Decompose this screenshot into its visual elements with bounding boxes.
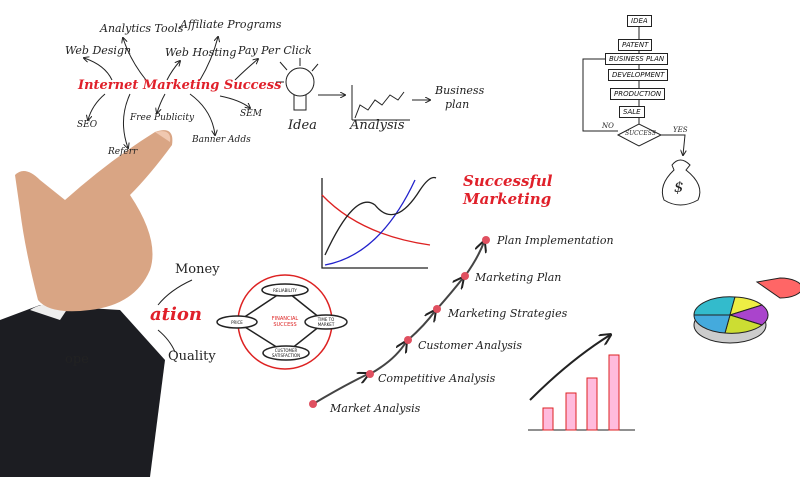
idea-label: Idea bbox=[288, 118, 317, 133]
bar-chart-sketch bbox=[528, 335, 635, 431]
step-dot bbox=[433, 305, 441, 313]
step-dot bbox=[366, 370, 374, 378]
step-marketing-strategies: Marketing Strategies bbox=[448, 307, 568, 320]
branch-referral: Referr bbox=[108, 147, 138, 157]
step-market-analysis: Market Analysis bbox=[330, 402, 421, 415]
cycle-diagram bbox=[216, 274, 348, 370]
triangle-center: ation bbox=[150, 304, 202, 325]
flow-step-patent: PATENT bbox=[618, 39, 653, 51]
mind-map-arrows bbox=[84, 37, 258, 148]
branch-web-hosting: Web Hosting bbox=[165, 46, 237, 59]
plan-label: plan bbox=[445, 98, 470, 111]
step-dot bbox=[404, 336, 412, 344]
branch-analytics-tools: Analytics Tools bbox=[100, 22, 184, 35]
step-dot bbox=[482, 236, 490, 244]
branch-affiliate-programs: Affiliate Programs bbox=[180, 18, 282, 31]
successful-title-1: Successful bbox=[463, 172, 553, 190]
branch-web-design: Web Design bbox=[65, 44, 132, 57]
step-dot bbox=[461, 272, 469, 280]
triangle-money: Money bbox=[175, 262, 220, 277]
branch-free-publicity: Free Publicity bbox=[130, 113, 195, 123]
branch-sem: SEM bbox=[240, 109, 262, 119]
lightbulb-icon bbox=[276, 58, 319, 111]
step-dot bbox=[309, 400, 317, 408]
pointing-hand bbox=[0, 130, 173, 477]
flow-no: NO bbox=[602, 122, 614, 130]
steps-arrow bbox=[312, 242, 484, 405]
step-competitive-analysis: Competitive Analysis bbox=[378, 372, 496, 385]
triangle-scope: ope bbox=[65, 352, 89, 367]
dollar-icon: $ bbox=[674, 178, 684, 196]
triangle-quality: Quality bbox=[168, 349, 216, 364]
branch-banner-adds: Banner Adds bbox=[192, 135, 251, 145]
cycle-reliability: RELIABILITY bbox=[273, 288, 297, 293]
flow-step-idea: IDEA bbox=[627, 15, 652, 27]
flow-step-business-plan: BUSINESS PLAN bbox=[605, 53, 669, 65]
step-customer-analysis: Customer Analysis bbox=[418, 339, 523, 352]
step-marketing-plan: Marketing Plan bbox=[475, 271, 562, 284]
cycle-time-to-market: TIME TO MARKET bbox=[317, 317, 335, 327]
pie-chart-sketch bbox=[693, 277, 800, 344]
flow-decision-success: SUCCESS bbox=[625, 130, 656, 137]
analysis-sketch bbox=[318, 85, 430, 121]
flow-step-sale: SALE bbox=[619, 106, 645, 118]
analysis-label: Analysis bbox=[350, 118, 405, 133]
mind-map-center: Internet Marketing Success bbox=[78, 78, 282, 93]
money-bag-icon bbox=[661, 159, 701, 206]
successful-title-2: Marketing bbox=[463, 190, 552, 208]
flow-yes: YES bbox=[673, 126, 688, 134]
branch-seo: SEO bbox=[77, 120, 98, 130]
flow-step-production: PRODUCTION bbox=[610, 88, 666, 100]
line-chart-sketch bbox=[321, 176, 437, 269]
flow-step-development: DEVELOPMENT bbox=[608, 69, 669, 81]
branch-pay-per-click: Pay Per Click bbox=[238, 44, 312, 57]
cycle-price: PRICE bbox=[231, 320, 243, 325]
cycle-customer-satisfaction: CUSTOMER SATISFACTION bbox=[271, 348, 301, 358]
cycle-financial-success: FINANCIAL SUCCESS bbox=[271, 316, 299, 328]
triangle-lines bbox=[157, 279, 193, 353]
step-plan-implementation: Plan Implementation bbox=[497, 234, 614, 247]
business-label: Business bbox=[435, 84, 485, 97]
